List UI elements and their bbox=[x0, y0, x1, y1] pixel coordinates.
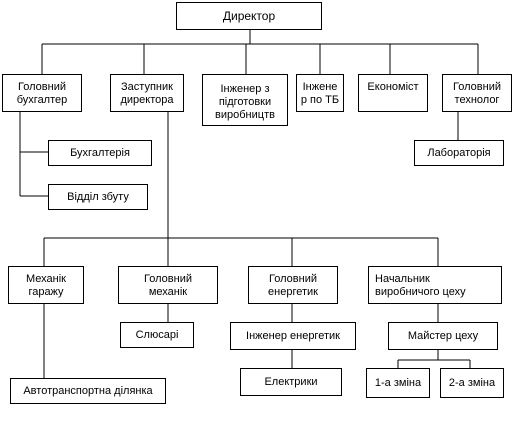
node-chief-mechanic-label: Головний механік bbox=[144, 273, 192, 298]
node-transport-section: Автотранспортна ділянка bbox=[10, 378, 166, 404]
node-chief-accountant-label: Головний бухгалтер bbox=[16, 81, 68, 106]
node-workshop-head-label: Начальник виробничого цеху bbox=[375, 273, 466, 298]
node-workshop-master-label: Майстер цеху bbox=[407, 330, 479, 342]
node-safety-engineer-label: Інжене р по ТБ bbox=[300, 81, 340, 106]
node-power-engineer: Інженер енергетик bbox=[230, 322, 356, 350]
node-shift-1-label: 1-а зміна bbox=[374, 377, 422, 389]
node-director-label: Директор bbox=[222, 9, 276, 23]
node-sales-department-label: Відділ збуту bbox=[67, 191, 129, 203]
node-chief-accountant: Головний бухгалтер bbox=[2, 74, 82, 112]
node-production-engineer: Інженер з підготовки виробництв bbox=[202, 74, 288, 126]
node-shift-2-label: 2-а зміна bbox=[448, 377, 496, 389]
node-accounting: Бухгалтерія bbox=[48, 140, 152, 166]
node-workshop-master: Майстер цеху bbox=[388, 322, 498, 350]
node-power-engineer-label: Інженер енергетик bbox=[246, 330, 340, 342]
node-shift-1: 1-а зміна bbox=[366, 368, 430, 398]
node-director: Директор bbox=[176, 2, 322, 30]
node-workshop-head: Начальник виробничого цеху bbox=[368, 266, 502, 304]
node-chief-energetic-label: Головний енергетик bbox=[268, 273, 318, 298]
node-deputy-director: Заступник директора bbox=[110, 74, 184, 112]
node-chief-technologist: Головний технолог bbox=[442, 74, 512, 112]
node-deputy-director-label: Заступник директора bbox=[120, 81, 174, 106]
node-garage-mechanic-label: Механік гаражу bbox=[26, 273, 66, 298]
node-safety-engineer: Інжене р по ТБ bbox=[296, 74, 344, 112]
node-transport-section-label: Автотранспортна ділянка bbox=[23, 385, 153, 397]
node-electricians: Електрики bbox=[240, 368, 342, 396]
node-shift-2: 2-а зміна bbox=[440, 368, 504, 398]
node-chief-technologist-label: Головний технолог bbox=[453, 81, 501, 106]
node-locksmiths: Слюсарі bbox=[120, 322, 194, 348]
node-chief-mechanic: Головний механік bbox=[118, 266, 218, 304]
node-electricians-label: Електрики bbox=[264, 376, 318, 388]
node-sales-department: Відділ збуту bbox=[48, 184, 148, 210]
node-laboratory-label: Лабораторія bbox=[427, 147, 491, 159]
node-accounting-label: Бухгалтерія bbox=[70, 147, 130, 159]
node-chief-energetic: Головний енергетик bbox=[248, 266, 338, 304]
node-locksmiths-label: Слюсарі bbox=[135, 329, 179, 341]
node-garage-mechanic: Механік гаражу bbox=[8, 266, 84, 304]
node-laboratory: Лабораторія bbox=[414, 140, 504, 166]
node-economist: Економіст bbox=[358, 74, 428, 112]
node-production-engineer-label: Інженер з підготовки виробництв bbox=[215, 83, 275, 121]
node-economist-label: Економіст bbox=[367, 81, 419, 93]
